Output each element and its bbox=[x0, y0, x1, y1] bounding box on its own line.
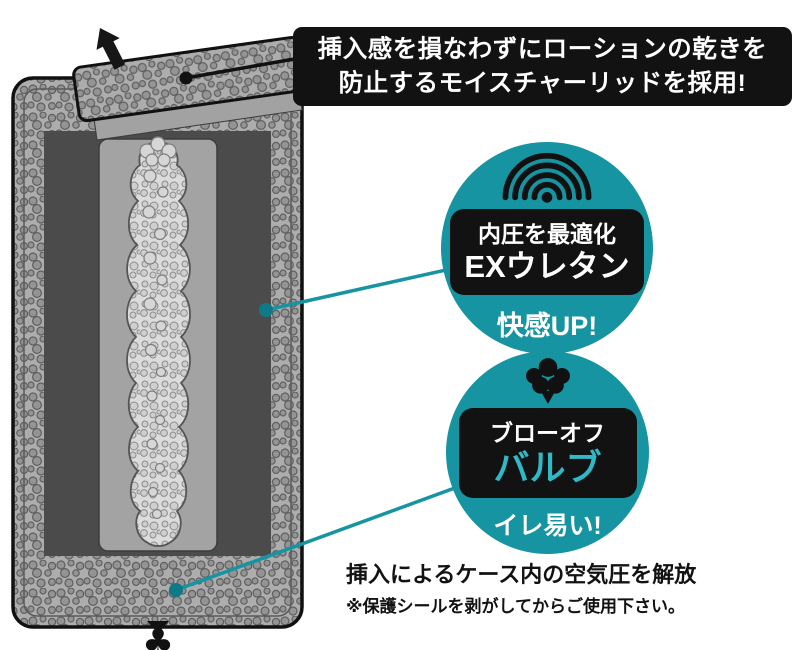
open-arrow-icon bbox=[96, 28, 126, 70]
urethane-label-line1: 内圧を最適化 bbox=[478, 220, 616, 247]
valve-caption: イレ易い! bbox=[493, 512, 602, 540]
banner-line1: 挿入感を損なわずにローションの乾きを bbox=[317, 35, 768, 63]
valve-callout-dot bbox=[169, 583, 183, 597]
top-banner: 挿入感を損なわずにローションの乾きを 防止するモイスチャーリッドを採用! bbox=[293, 27, 792, 106]
urethane-callout-dot bbox=[259, 303, 273, 317]
lid-callout-line bbox=[185, 56, 301, 80]
pressure-waves-icon bbox=[502, 152, 592, 203]
valve-notch bbox=[147, 621, 169, 633]
valve-label-line2: バルブ bbox=[493, 446, 602, 488]
footnote: 挿入によるケース内の空気圧を解放 ※保護シールを剥がしてからご使用下さい。 bbox=[346, 560, 696, 619]
urethane-badge: 内圧を最適化 EXウレタン 快感UP! bbox=[441, 142, 653, 354]
valve-badge: ブローオフ バルブ イレ易い! bbox=[446, 351, 649, 554]
steam-puff-icon bbox=[525, 358, 570, 404]
banner-line2: 防止するモイスチャーリッドを採用! bbox=[338, 69, 747, 97]
footnote-line1: 挿入によるケース内の空気圧を解放 bbox=[346, 562, 697, 587]
urethane-label-band: 内圧を最適化 EXウレタン bbox=[450, 209, 644, 295]
footnote-line2: ※保護シールを剥がしてからご使用下さい。 bbox=[346, 597, 686, 616]
urethane-label-line2: EXウレタン bbox=[464, 248, 630, 284]
valve-club-icon: ♣ bbox=[142, 622, 174, 650]
sleeve-channel bbox=[126, 141, 191, 547]
valve-label-line1: ブローオフ bbox=[490, 419, 605, 446]
channel-bubbles bbox=[139, 136, 177, 520]
lid-callout-dot bbox=[179, 71, 193, 85]
valve-label-band: ブローオフ バルブ bbox=[458, 408, 637, 498]
urethane-caption: 快感UP! bbox=[496, 311, 598, 341]
